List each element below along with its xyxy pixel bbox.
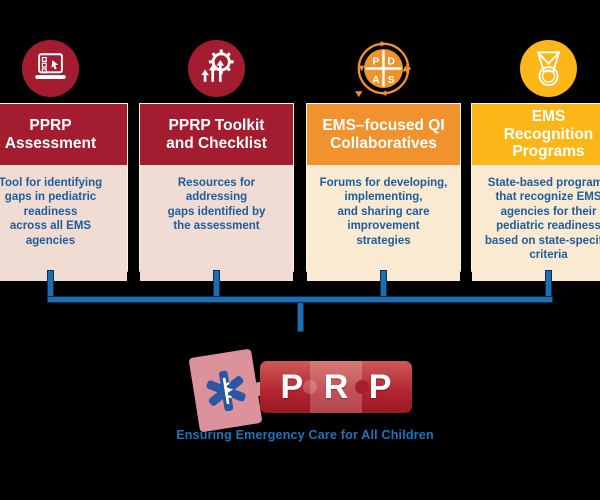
star-of-life-icon — [205, 370, 246, 411]
connector-center-stem — [297, 302, 304, 332]
puzzle-band-knob-right — [354, 380, 369, 394]
toolkit-card: PPRP Toolkit and Checklist Resources for… — [139, 103, 294, 281]
pdsa-letter-p: P — [372, 57, 379, 68]
medal-icon-svg — [536, 51, 561, 87]
pdsa-letter-a: A — [372, 75, 380, 86]
puzzle-piece — [188, 348, 263, 433]
toolkit-description: Resources for addressing gaps identified… — [140, 165, 293, 281]
qi-card: EMS–focused QI Collaboratives Forums for… — [306, 103, 461, 281]
column-pprp-assessment: PPRP Assessment Tool for identifying gap… — [0, 40, 128, 281]
prp-letter-1: P — [280, 367, 304, 406]
pdsa-cycle-icon: P D A S — [355, 40, 412, 97]
puzzle-band — [310, 361, 362, 413]
qi-title: EMS–focused QI Collaboratives — [307, 104, 460, 165]
pdsa-cycle-icon-svg: P D A S — [355, 40, 412, 97]
recognition-title: EMS Recognition Programs — [472, 104, 600, 165]
logo-tagline: Ensuring Emergency Care for All Children — [176, 428, 434, 442]
toolkit-title: PPRP Toolkit and Checklist — [140, 104, 293, 165]
qi-description: Forums for developing, implementing, and… — [307, 165, 460, 281]
column-recognition-programs: EMS Recognition Programs State-based pro… — [471, 40, 600, 281]
pdsa-letter-s: S — [388, 75, 395, 86]
prp-letter-3: P — [368, 367, 392, 406]
recognition-description: State-based programs that recognize EMS … — [472, 165, 600, 281]
column-qi-collaboratives: P D A S EMS–focused QI Collaboratives Fo… — [306, 40, 461, 281]
recognition-card: EMS Recognition Programs State-based pro… — [471, 103, 600, 281]
laptop-checklist-icon-svg — [35, 53, 66, 79]
assessment-card: PPRP Assessment Tool for identifying gap… — [0, 103, 128, 281]
prp-wordmark: P R P — [260, 361, 412, 413]
assessment-description: Tool for identifying gaps in pediatric r… — [0, 165, 127, 281]
column-pprp-toolkit: PPRP Toolkit and Checklist Resources for… — [139, 40, 294, 281]
prp-logo: P R P — [186, 346, 426, 436]
assessment-title: PPRP Assessment — [0, 104, 127, 165]
prp-letter-2: R — [323, 367, 349, 406]
medal-icon — [520, 40, 577, 97]
gear-arrows-icon — [188, 40, 245, 97]
puzzle-band-knob-left — [303, 380, 318, 394]
gear-arrows-icon-svg — [201, 49, 234, 82]
pdsa-letter-d: D — [387, 57, 395, 68]
laptop-checklist-icon — [22, 40, 79, 97]
